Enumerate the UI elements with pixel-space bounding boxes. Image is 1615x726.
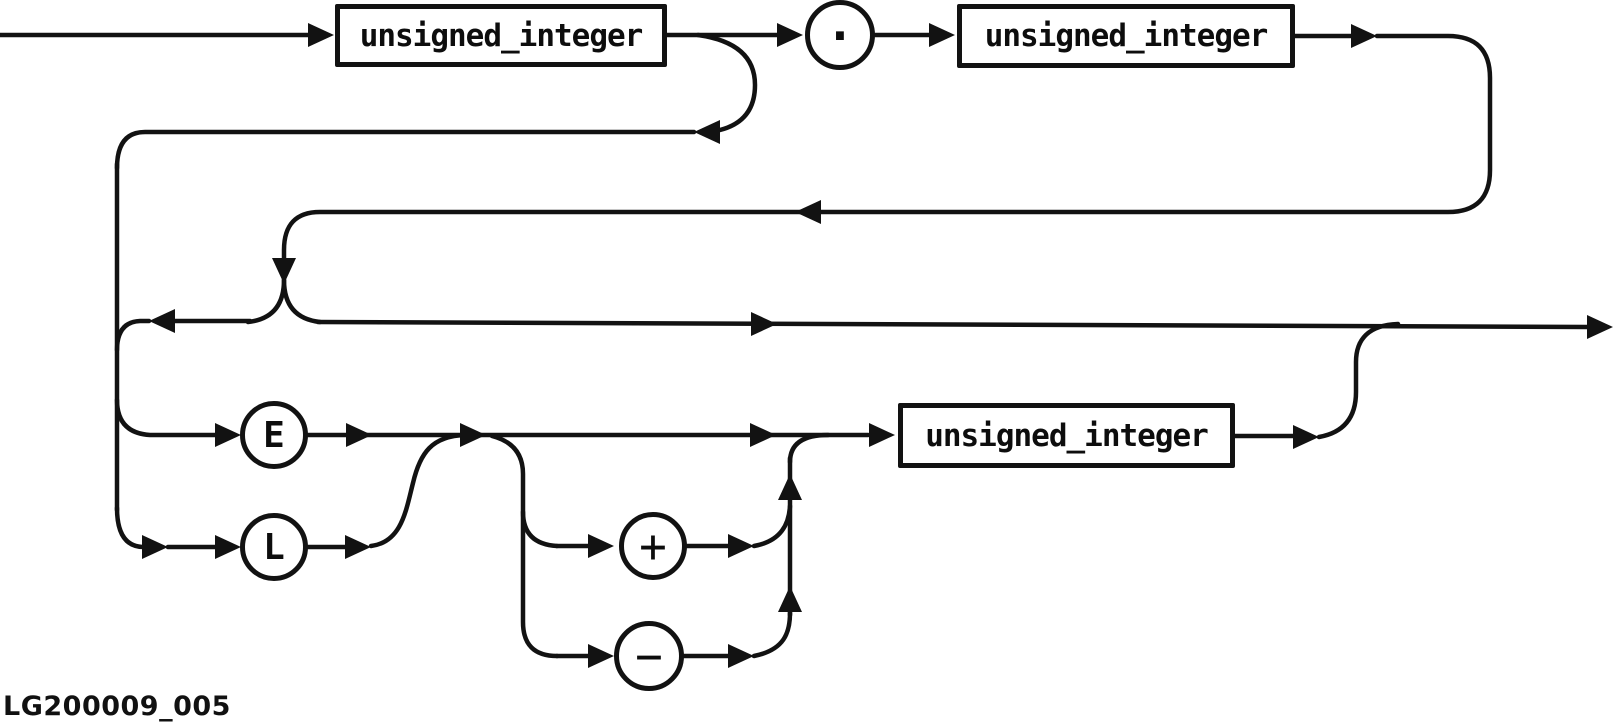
arrow-right-icon [1293, 425, 1319, 449]
circle-exponent-e: E [240, 401, 308, 469]
arrow-right-icon [750, 423, 776, 447]
arrow-up-icon [778, 474, 802, 500]
arrow-up-icon [778, 586, 802, 612]
arrow-right-icon [308, 23, 334, 47]
arrow-right-icon [142, 535, 168, 559]
arrow-right-icon [460, 423, 486, 447]
circle-plus-sign: + [619, 512, 687, 580]
arrow-right-icon [1587, 315, 1613, 339]
arrow-right-icon [869, 423, 895, 447]
arrowheads [142, 23, 1613, 668]
arrow-down-icon [272, 258, 296, 284]
arrow-right-icon [777, 23, 803, 47]
arrow-right-icon [728, 534, 754, 558]
exponent-l-label: L [263, 526, 285, 568]
box-label: unsigned_integer [984, 18, 1269, 54]
figure-id-caption: LG200009_005 [3, 691, 231, 722]
arrow-right-icon [929, 23, 955, 47]
box-label: unsigned_integer [925, 417, 1209, 454]
arrow-right-icon [215, 423, 241, 447]
box-unsigned-integer-whole-part: unsigned_integer [335, 4, 667, 67]
box-unsigned-integer-fraction-part: unsigned_integer [957, 4, 1295, 68]
circle-decimal-point: . [805, 0, 875, 70]
arrow-right-icon [588, 644, 614, 668]
arrow-left-icon [694, 120, 720, 144]
arrow-right-icon [345, 535, 371, 559]
arrow-right-icon [215, 535, 241, 559]
box-unsigned-integer-exponent-value: unsigned_integer [898, 403, 1235, 468]
arrow-left-icon [795, 200, 821, 224]
arrow-right-icon [751, 312, 777, 336]
arrow-right-icon [588, 534, 614, 558]
circle-exponent-l: L [240, 513, 308, 581]
arrow-right-icon [1351, 24, 1377, 48]
circle-minus-sign: − [614, 621, 684, 691]
connector-lines [0, 32, 1591, 659]
exponent-e-label: E [263, 414, 285, 456]
arrow-left-icon [149, 309, 175, 333]
arrow-right-icon [346, 423, 372, 447]
arrow-right-icon [728, 644, 754, 668]
box-label: unsigned_integer [359, 17, 644, 54]
